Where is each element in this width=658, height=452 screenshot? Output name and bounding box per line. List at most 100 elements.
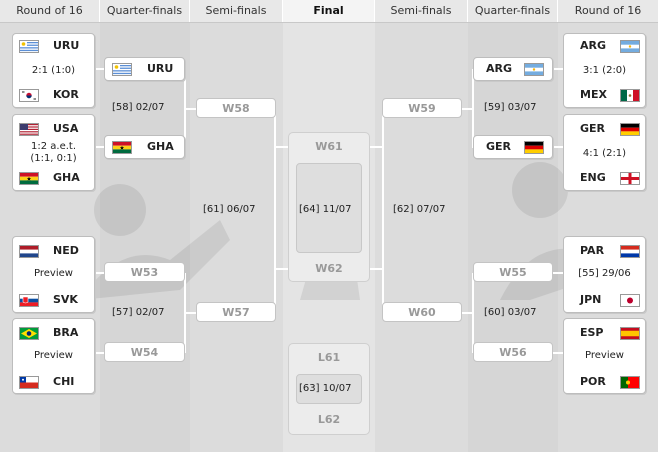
qf-slot-uru[interactable]: URU — [104, 57, 185, 81]
sf-slot-w57[interactable]: W57 — [196, 302, 276, 322]
team-row: GER — [474, 139, 552, 155]
match-info[interactable]: [62] 07/07 — [393, 204, 446, 215]
team-row: POR — [564, 374, 645, 390]
match-preview-link[interactable]: Preview — [34, 350, 73, 361]
sf-slot-w58[interactable]: W58 — [196, 98, 276, 118]
match-info[interactable]: [58] 02/07 — [112, 102, 165, 113]
match-card-ger-eng[interactable]: GER 4:1 (2:1) ENG — [563, 114, 646, 191]
team-row: URU — [13, 38, 94, 54]
team-row: GHA — [105, 139, 184, 155]
team-row: ARG — [474, 61, 552, 77]
qf-slot-ger[interactable]: GER — [473, 135, 553, 159]
sf-slot-w60[interactable]: W60 — [382, 302, 462, 322]
header-r16-right[interactable]: Round of 16 — [574, 4, 642, 17]
match-info[interactable]: [59] 03/07 — [484, 102, 537, 113]
ghana-flag-icon — [19, 172, 39, 185]
uruguay-flag-icon — [112, 63, 132, 76]
match-card-par-jpn[interactable]: PAR [55] 29/06 JPN — [563, 236, 646, 313]
match-info[interactable]: [55] 29/06 — [578, 268, 631, 279]
team-code: ARG — [486, 62, 513, 75]
match-info[interactable]: [63] 10/07 — [299, 383, 352, 394]
slovakia-flag-icon — [19, 294, 39, 307]
portugal-flag-icon — [620, 376, 640, 389]
match-card-arg-mex[interactable]: ARG 3:1 (2:0) MEX — [563, 33, 646, 108]
header-qf-left[interactable]: Quarter-finals — [100, 0, 190, 22]
qf-slot-w56[interactable]: W56 — [473, 342, 553, 362]
col-qf-left — [100, 23, 190, 452]
team-row: MEX — [564, 87, 645, 103]
qf-slot-gha[interactable]: GHA — [104, 135, 185, 159]
team-code: BRA — [53, 326, 79, 339]
team-row: JPN — [564, 292, 645, 308]
chile-flag-icon — [19, 376, 39, 389]
match-card-bra-chi[interactable]: BRA Preview CHI — [12, 318, 95, 394]
round-header: Round of 16 Quarter-finals Semi-finals F… — [0, 0, 658, 23]
third-slot-l61[interactable]: L61 — [317, 351, 341, 364]
match-preview-link[interactable]: Preview — [585, 350, 624, 361]
match-card-esp-por[interactable]: ESP Preview POR — [563, 318, 646, 394]
match-card-uru-kor[interactable]: URU 2:1 (1:0) KOR — [12, 33, 95, 108]
team-code: URU — [53, 39, 80, 52]
netherlands-flag-icon — [19, 245, 39, 258]
match-result-line2[interactable]: (1:1, 0:1) — [30, 153, 77, 164]
germany-flag-icon — [524, 141, 544, 154]
third-slot-l62[interactable]: L62 — [317, 413, 341, 426]
match-result[interactable]: 2:1 (1:0) — [31, 65, 76, 76]
team-code: SVK — [53, 293, 78, 306]
match-result[interactable]: 4:1 (2:1) — [582, 148, 627, 159]
argentina-flag-icon — [620, 40, 640, 53]
match-result-line1[interactable]: 1:2 a.e.t. — [30, 141, 76, 152]
team-row: CHI — [13, 374, 94, 390]
match-info[interactable]: [57] 02/07 — [112, 307, 165, 318]
header-r16-left[interactable]: Round of 16 — [0, 0, 100, 22]
sf-slot-w59[interactable]: W59 — [382, 98, 462, 118]
header-qf-right[interactable]: Quarter-finals — [468, 0, 558, 22]
match-result[interactable]: 3:1 (2:0) — [582, 65, 627, 76]
qf-slot-w55[interactable]: W55 — [473, 262, 553, 282]
match-info[interactable]: [61] 06/07 — [203, 204, 256, 215]
team-row: GHA — [13, 170, 94, 186]
match-info[interactable]: [64] 11/07 — [299, 204, 352, 215]
final-slot-w62[interactable]: W62 — [315, 262, 343, 275]
team-row: URU — [105, 61, 184, 77]
team-row: USA — [13, 121, 94, 137]
match-info[interactable]: [60] 03/07 — [484, 307, 537, 318]
header-final[interactable]: Final — [283, 0, 375, 22]
final-slot-w61[interactable]: W61 — [315, 140, 343, 153]
brazil-flag-icon — [19, 327, 39, 340]
spain-flag-icon — [620, 327, 640, 340]
argentina-flag-icon — [524, 63, 544, 76]
match-preview-link[interactable]: Preview — [34, 268, 73, 279]
team-code: GER — [580, 122, 606, 135]
team-code: KOR — [53, 88, 79, 101]
england-flag-icon — [620, 172, 640, 185]
team-code: ENG — [580, 171, 606, 184]
header-sf-left[interactable]: Semi-finals — [190, 0, 283, 22]
col-qf-right — [468, 23, 558, 452]
match-card-usa-gha[interactable]: USA 1:2 a.e.t. (1:1, 0:1) GHA — [12, 114, 95, 191]
qf-slot-w54[interactable]: W54 — [104, 342, 185, 362]
team-code: CHI — [53, 375, 75, 388]
team-code: URU — [147, 62, 174, 75]
qf-slot-arg[interactable]: ARG — [473, 57, 553, 81]
qf-slot-w53[interactable]: W53 — [104, 262, 185, 282]
team-code: ESP — [580, 326, 604, 339]
team-row: NED — [13, 243, 94, 259]
team-code: GER — [486, 140, 512, 153]
team-code: ARG — [580, 39, 607, 52]
paraguay-flag-icon — [620, 245, 640, 258]
final-match-box[interactable]: W61 [64] 11/07 W62 — [288, 132, 370, 282]
team-code: USA — [53, 122, 79, 135]
third-place-match-box[interactable]: L61 [63] 10/07 L62 — [288, 343, 370, 435]
japan-flag-icon — [620, 294, 640, 307]
uruguay-flag-icon — [19, 40, 39, 53]
usa-flag-icon — [19, 123, 39, 136]
header-sf-right[interactable]: Semi-finals — [375, 0, 468, 22]
team-row: ARG — [564, 38, 645, 54]
team-code: NED — [53, 244, 79, 257]
team-row: BRA — [13, 325, 94, 341]
match-card-ned-svk[interactable]: NED Preview SVK — [12, 236, 95, 313]
team-row: PAR — [564, 243, 645, 259]
team-code: JPN — [580, 293, 602, 306]
